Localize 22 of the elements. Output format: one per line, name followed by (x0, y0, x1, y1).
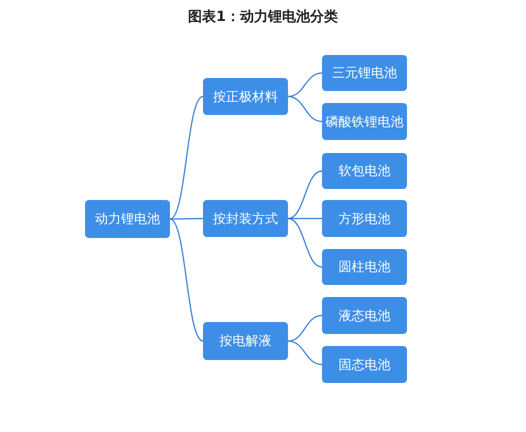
connector-line (288, 218, 322, 220)
category-box: 按封装方式 (203, 200, 288, 237)
connector-line (170, 218, 203, 220)
leaf-box: 三元锂电池 (322, 55, 407, 91)
leaf-box: 磷酸铁锂电池 (322, 103, 407, 140)
connector-line (288, 96, 322, 122)
connector-line (288, 170, 322, 220)
connector-line (288, 314, 322, 342)
connector-line (288, 218, 322, 268)
leaf-box: 固态电池 (322, 346, 407, 383)
category-box: 按电解液 (203, 322, 288, 360)
leaf-box: 方形电池 (322, 200, 407, 237)
connector-line (288, 72, 322, 98)
category-box: 按正极材料 (203, 78, 288, 115)
connector-line (170, 218, 204, 342)
leaf-box: 圆柱电池 (322, 249, 407, 285)
root-box: 动力锂电池 (85, 200, 170, 238)
title: 图表1：动力锂电池分类 (187, 8, 339, 26)
connector-line (288, 340, 322, 366)
leaf-box: 液态电池 (322, 297, 407, 334)
connector-line (170, 96, 204, 220)
leaf-box: 软包电池 (322, 153, 407, 189)
